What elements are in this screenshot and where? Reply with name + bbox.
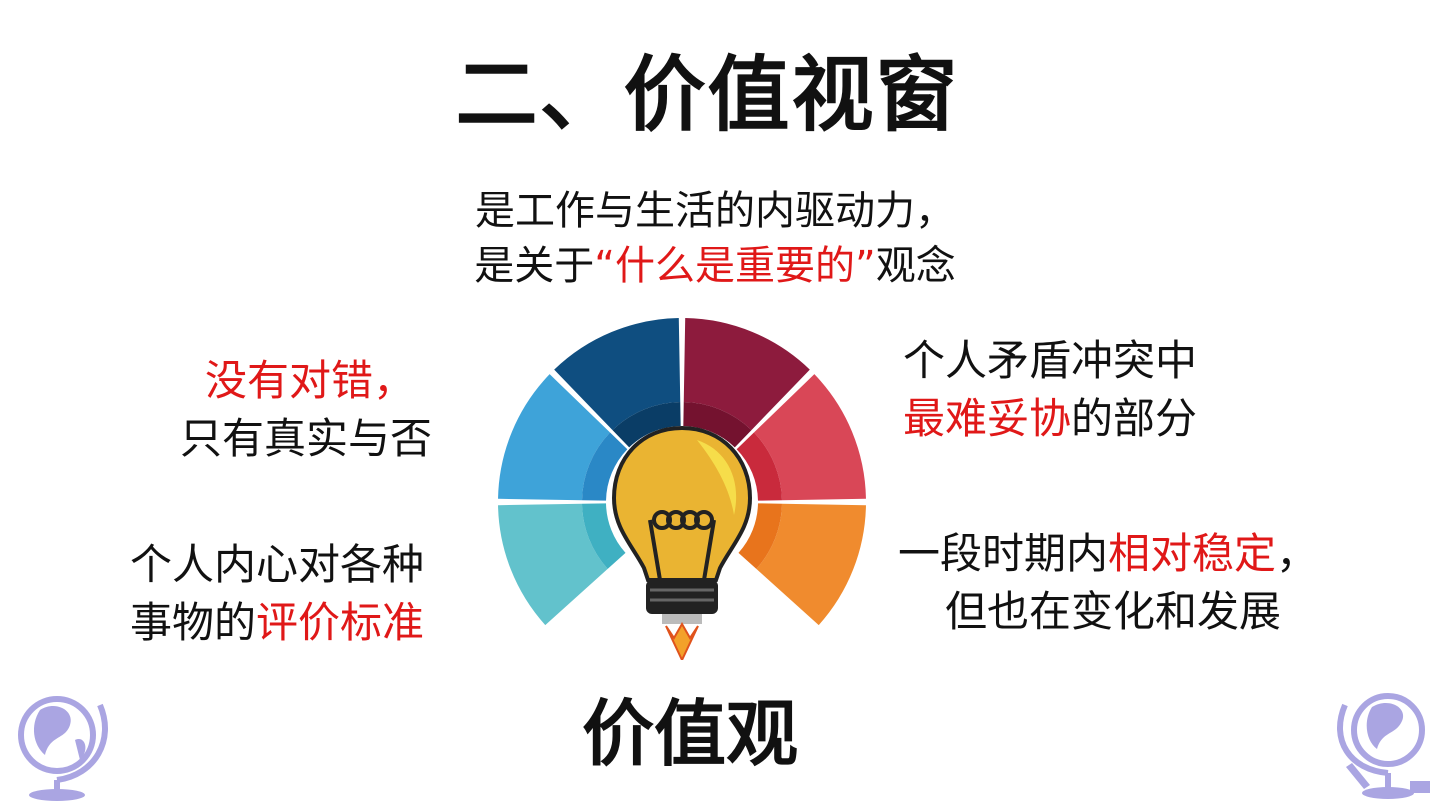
segment-orange: [738, 503, 866, 626]
right-top-line1: 个人矛盾冲突中: [903, 336, 1198, 385]
left-top-highlight: 没有对错，: [205, 356, 416, 405]
center-label: 价值观: [581, 692, 798, 776]
globe-icon-right: [1337, 693, 1430, 799]
right-bottom-prefix: 一段时期内: [898, 529, 1109, 578]
left-bottom-highlight: 评价标准: [256, 598, 425, 647]
left-top-text: 没有对错， 只有真实与否: [180, 352, 470, 468]
left-top-line2: 只有真实与否: [180, 414, 433, 463]
slide-title: 二、价值视窗: [455, 48, 960, 143]
segment-light-blue: [498, 374, 628, 501]
segment-maroon: [683, 318, 810, 448]
segment-teal: [498, 503, 626, 626]
lightbulb-icon: [611, 425, 753, 660]
left-bottom-line1: 个人内心对各种: [130, 540, 425, 589]
right-bottom-line2: 但也在变化和发展: [945, 587, 1282, 636]
right-bottom-line1: 一段时期内相对稳定，: [898, 525, 1318, 583]
left-bottom-line2: 事物的评价标准: [130, 594, 424, 652]
subtitle-line-1: 是工作与生活的内驱动力，: [475, 188, 955, 234]
right-top-text: 个人矛盾冲突中 最难妥协的部分: [903, 332, 1197, 448]
subtitle-line-2: 是关于“什么是重要的”观念: [0, 233, 1430, 291]
subtitle-highlight: “什么是重要的”: [594, 243, 876, 289]
segment-dark-blue: [554, 318, 681, 448]
right-bottom-highlight: 相对稳定: [1108, 529, 1277, 578]
subtitle-suffix: 观念: [875, 243, 956, 289]
right-top-suffix: 的部分: [1071, 394, 1198, 443]
globe-icon-left: [18, 696, 108, 801]
subtitle-prefix: 是关于: [474, 243, 595, 289]
right-bottom-suffix: ，: [1276, 529, 1319, 578]
right-bottom-text: 一段时期内相对稳定， 但也在变化和发展: [898, 525, 1318, 641]
left-bottom-prefix: 事物的: [130, 598, 257, 647]
right-top-highlight: 最难妥协: [903, 394, 1072, 443]
left-bottom-text: 个人内心对各种 事物的评价标准: [130, 536, 424, 652]
segment-red: [736, 374, 866, 501]
right-top-line2: 最难妥协的部分: [903, 390, 1197, 448]
